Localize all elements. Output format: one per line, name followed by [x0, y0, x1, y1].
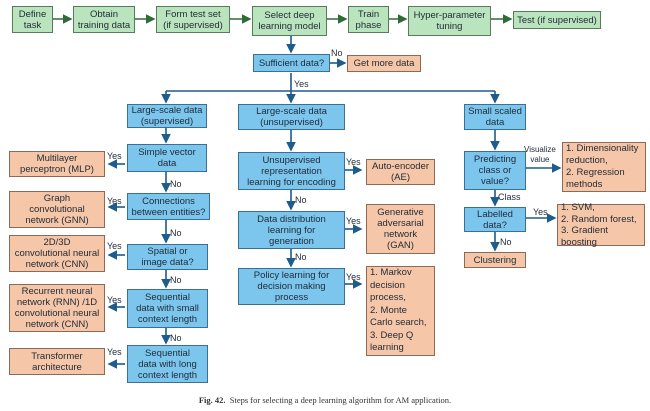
label-no: No — [295, 252, 307, 262]
outcome-dimensionality-regression: 1. Dimensionality reduction, 2. Regressi… — [562, 142, 646, 192]
header-large-scale-unsupervised: Large-scale data (unsupervised) — [238, 104, 345, 130]
decision-sufficient-data: Sufficient data? — [253, 54, 330, 72]
decision-spatial-image: Spatial or image data? — [127, 244, 208, 270]
label-no: No — [170, 228, 182, 238]
step-test: Test (if supervised) — [513, 11, 601, 29]
outcome-mlp: Multilayer perceptron (MLP) — [9, 151, 105, 177]
step-select-model: Select deep learning model — [252, 6, 327, 36]
header-small-scaled: Small scaled data — [464, 104, 526, 130]
header-large-scale-supervised: Large-scale data (supervised) — [127, 104, 207, 128]
label-yes: Yes — [107, 151, 122, 161]
label-no: No — [170, 179, 182, 189]
outcome-gnn: Graph convolutional network (GNN) — [9, 191, 105, 228]
label-no: No — [500, 237, 512, 247]
label-yes: Yes — [107, 196, 122, 206]
decision-predicting-class-value: Predicting class or value? — [464, 151, 526, 190]
label-yes: Yes — [107, 295, 122, 305]
label-class: Class — [498, 192, 521, 202]
label-yes: Yes — [533, 207, 548, 217]
step-define-task: Define task — [12, 6, 53, 33]
outcome-gan: Generative adversarial network (GAN) — [366, 204, 435, 254]
label-yes: Yes — [346, 157, 361, 167]
label-yes: Yes — [346, 272, 361, 282]
step-hyperparameter-tuning: Hyper-parameter tuning — [408, 6, 491, 36]
outcome-clustering: Clustering — [464, 252, 526, 268]
label-no: No — [295, 195, 307, 205]
figure-number: Fig. 42. — [198, 395, 226, 405]
figure-caption-text: Steps for selecting a deep learning algo… — [229, 395, 452, 405]
outcome-reinforcement-methods: 1. Markov decision process, 2. Monte Car… — [366, 266, 435, 356]
label-yes: Yes — [294, 79, 309, 89]
step-obtain-training-data: Obtain training data — [73, 6, 135, 33]
outcome-svm-rf-gb: 1. SVM, 2. Random forest, 3. Gradient bo… — [557, 202, 645, 248]
decision-representation-learning: Unsupervised representation learning for… — [238, 152, 345, 190]
label-no: No — [170, 333, 182, 343]
decision-sequential-long: Sequential data with long context length — [127, 345, 208, 383]
decision-simple-vector: Simple vector data — [127, 144, 207, 172]
outcome-rnn-1d-cnn: Recurrent neural network (RNN) /1D convo… — [9, 284, 105, 332]
label-yes: Yes — [346, 216, 361, 226]
outcome-transformer: Transformer architecture — [9, 348, 105, 375]
decision-policy-learning: Policy learning for decision making proc… — [238, 268, 345, 305]
decision-distribution-learning: Data distribution learning for generatio… — [238, 211, 345, 249]
step-form-test-set: Form test set (if supervised) — [156, 6, 230, 33]
decision-connections: Connections between entities? — [127, 193, 210, 220]
decision-sequential-small: Sequential data with small context lengt… — [127, 289, 208, 328]
outcome-autoencoder: Auto-encoder (AE) — [366, 159, 435, 185]
label-yes: Yes — [107, 241, 122, 251]
label-visualize-value: Visualize value — [524, 145, 556, 164]
outcome-cnn: 2D/3D convolutional neural network (CNN) — [9, 235, 105, 272]
label-no: No — [170, 275, 182, 285]
label-yes: Yes — [107, 347, 122, 357]
label-no: No — [331, 48, 343, 58]
step-train-phase: Train phase — [348, 6, 389, 33]
outcome-get-more-data: Get more data — [347, 55, 421, 72]
figure-caption: Fig. 42. Steps for selecting a deep lear… — [0, 395, 650, 405]
decision-labelled-data: Labelled data? — [464, 207, 526, 232]
